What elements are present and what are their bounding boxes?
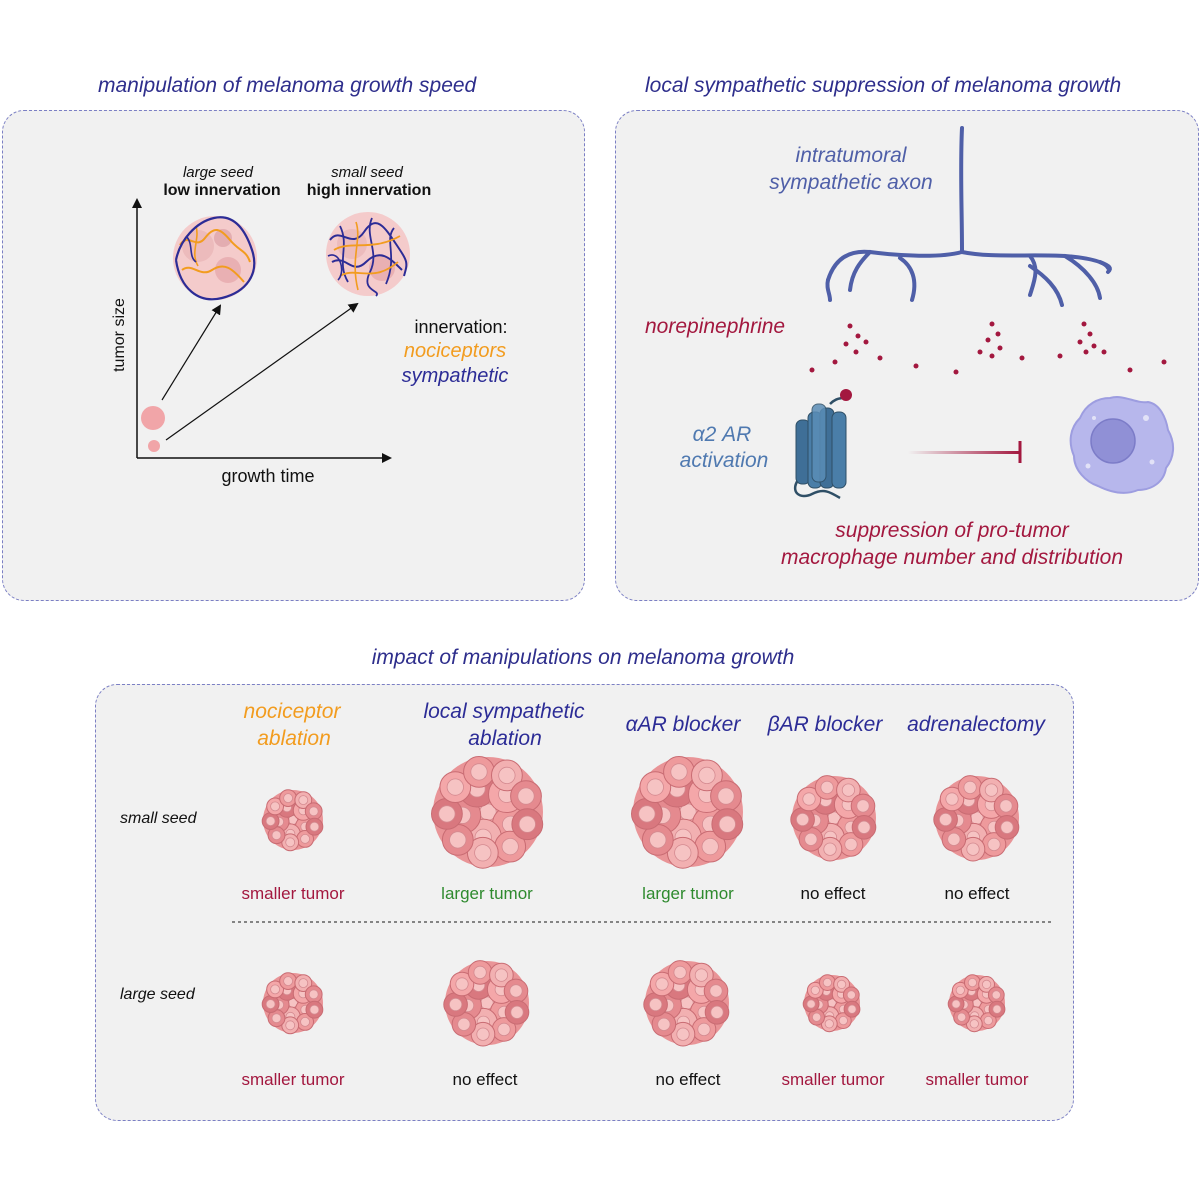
tumor-small-seed-nociceptor [261, 789, 324, 852]
axon-label-line1: intratumoral [795, 144, 907, 167]
outcome-label-line1: suppression of pro-tumor [835, 519, 1069, 542]
high-innervation-label: high innervation [306, 182, 432, 199]
col-header-nociceptor-line1: nociceptor [243, 700, 341, 723]
inhibition-arrow [908, 441, 1022, 463]
large-seed-dot [141, 406, 165, 430]
small-seed-dot [148, 440, 160, 452]
small-seed-arrow [165, 302, 359, 441]
large-seed-label: large seed [182, 164, 254, 181]
col-header-nociceptor-line2: ablation [257, 727, 331, 750]
outcome-large-seed-2: no effect [452, 1070, 518, 1089]
panel-c-box [95, 684, 1074, 1121]
tumor-large-seed-adrenalectomy [947, 974, 1006, 1033]
tumor-large-seed-sympathetic [443, 960, 530, 1047]
outcome-label-line2: macrophage number and distribution [780, 546, 1124, 569]
x-axis-label: growth time [221, 466, 315, 486]
alpha2-receptor-icon [793, 389, 852, 500]
outcome-small-seed-3: larger tumor [642, 884, 734, 903]
low-innervation-tumor [173, 216, 257, 301]
innervation-legend-title: innervation: [414, 317, 508, 337]
outcome-large-seed-3: no effect [655, 1070, 721, 1089]
panel-b-title: local sympathetic suppression of melanom… [645, 74, 1122, 97]
receptor-label-line1: α2 AR [692, 423, 752, 446]
col-header-alpha-blocker: αAR blocker [625, 713, 741, 736]
row-label-small-seed: small seed [120, 810, 197, 827]
col-header-sympathetic-line2: ablation [468, 727, 542, 750]
tumor-large-seed-beta [802, 974, 861, 1033]
col-header-beta-blocker: βAR blocker [767, 713, 883, 736]
tumor-small-seed-sympathetic [431, 756, 544, 869]
high-innervation-tumor [326, 212, 410, 297]
norepinephrine-dots [809, 321, 1167, 375]
row-label-large-seed: large seed [120, 986, 195, 1003]
col-header-sympathetic-line1: local sympathetic [423, 700, 585, 723]
col-header-adrenalectomy: adrenalectomy [907, 713, 1045, 736]
macrophage-icon [1069, 396, 1174, 494]
axon-label-line2: sympathetic axon [769, 171, 933, 194]
tumor-large-seed-nociceptor [261, 972, 324, 1035]
outcome-large-seed-1: smaller tumor [241, 1070, 345, 1089]
outcome-large-seed-5: smaller tumor [925, 1070, 1029, 1089]
panel-b-box [615, 110, 1199, 601]
panel-a-title: manipulation of melanoma growth speed [98, 74, 477, 97]
tumor-small-seed-beta [790, 775, 877, 862]
sympathetic-axon-icon [825, 126, 1112, 307]
outcome-small-seed-1: smaller tumor [241, 884, 345, 903]
receptor-label-line2: activation [679, 449, 769, 472]
small-seed-label: small seed [331, 164, 403, 181]
legend-sympathetic: sympathetic [401, 365, 509, 387]
outcome-small-seed-4: no effect [800, 884, 866, 903]
tumor-small-seed-alpha [631, 756, 744, 869]
norepinephrine-label: norepinephrine [645, 315, 786, 338]
tumor-large-seed-alpha [643, 960, 730, 1047]
outcome-large-seed-4: smaller tumor [781, 1070, 885, 1089]
outcome-small-seed-2: larger tumor [441, 884, 533, 903]
legend-nociceptors: nociceptors [403, 340, 507, 362]
panel-a-box [2, 110, 585, 601]
tumor-small-seed-adrenalectomy [933, 775, 1020, 862]
large-seed-arrow [161, 304, 222, 401]
outcome-small-seed-5: no effect [944, 884, 1010, 903]
panel-c-title: impact of manipulations on melanoma grow… [371, 646, 795, 669]
low-innervation-label: low innervation [163, 182, 281, 199]
